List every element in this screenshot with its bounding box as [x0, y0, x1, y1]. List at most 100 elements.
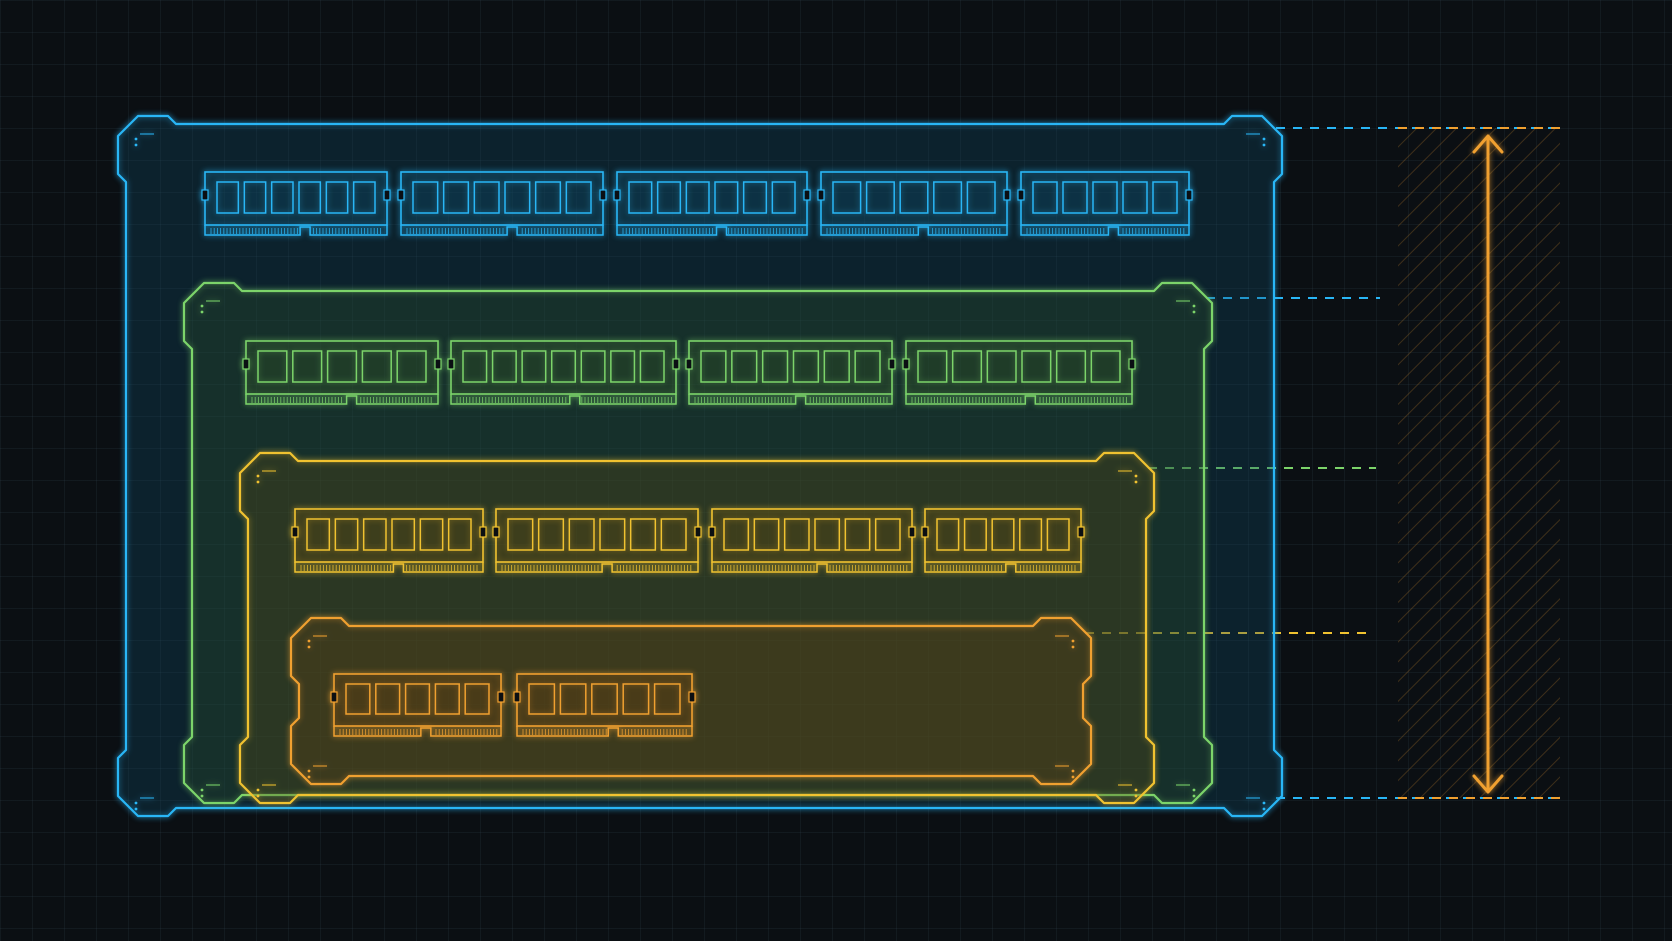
tier-2-memory-module-2 [447, 340, 680, 405]
memory-chip [1062, 181, 1088, 214]
memory-chip [844, 518, 871, 551]
double-arrow-icon [1472, 134, 1504, 794]
tier-1-memory-module-1 [201, 171, 391, 236]
memory-chip [1046, 518, 1070, 551]
tier-2-memory-module-4 [902, 340, 1136, 405]
memory-chip [986, 350, 1017, 383]
tier-3-memory-module-2 [492, 508, 702, 573]
memory-chip [610, 350, 636, 383]
memory-chip [568, 518, 595, 551]
tier-4-memory-module-2 [513, 673, 696, 737]
memory-chip [832, 181, 862, 214]
memory-chip [270, 181, 294, 214]
memory-chip [874, 518, 901, 551]
memory-chip [537, 518, 565, 551]
memory-chip [966, 181, 996, 214]
memory-chip [326, 350, 358, 383]
memory-chip [1032, 181, 1058, 214]
memory-chip [628, 181, 653, 214]
tier-3-memory-module-1 [291, 508, 487, 573]
memory-chip [591, 683, 618, 715]
memory-chip [753, 518, 780, 551]
tier-1-memory-module-4 [817, 171, 1011, 236]
memory-chip [1090, 350, 1121, 383]
tier-4-memory-module-1 [330, 673, 505, 737]
memory-chip [936, 518, 960, 551]
tier-1-memory-module-3 [613, 171, 811, 236]
memory-chip [375, 683, 401, 715]
tier-1-memory-module-5 [1017, 171, 1193, 236]
memory-chip [298, 181, 322, 214]
memory-chip [639, 350, 665, 383]
memory-chip [292, 350, 323, 383]
memory-chip [814, 518, 841, 551]
tier-3-memory-module-4 [921, 508, 1085, 573]
memory-chip [771, 181, 796, 214]
memory-chip [1055, 350, 1087, 383]
memory-chip [1021, 350, 1052, 383]
memory-chip [361, 350, 392, 383]
memory-chip [473, 181, 500, 214]
memory-chip [599, 518, 626, 551]
memory-chip [419, 518, 444, 551]
memory-chip [991, 518, 1015, 551]
memory-chip [917, 350, 948, 383]
memory-chip [1092, 181, 1118, 214]
tier-3-memory-module-3 [708, 508, 916, 573]
memory-chip [528, 683, 556, 715]
memory-chip [345, 683, 371, 715]
memory-chip [534, 181, 562, 214]
hatched-band [1398, 128, 1560, 798]
memory-chip [396, 350, 427, 383]
memory-chip [504, 181, 531, 214]
memory-chip [783, 518, 810, 551]
memory-chip [933, 181, 963, 214]
memory-chip [723, 518, 750, 551]
memory-chip [507, 518, 534, 551]
memory-chip [216, 181, 240, 214]
memory-chip [447, 518, 472, 551]
memory-chip [700, 350, 727, 383]
memory-chip [951, 350, 983, 383]
memory-chip [792, 350, 820, 383]
tier-2-memory-module-1 [242, 340, 442, 405]
memory-chip [823, 350, 850, 383]
memory-chip [580, 350, 606, 383]
memory-chip [521, 350, 547, 383]
memory-chip [352, 181, 376, 214]
tier-2-memory-module-3 [685, 340, 896, 405]
memory-chip [685, 181, 710, 214]
memory-chip [565, 181, 592, 214]
memory-chip [306, 518, 331, 551]
memory-chip [412, 181, 439, 214]
memory-chip [334, 518, 359, 551]
memory-chip [963, 518, 987, 551]
memory-chip [1019, 518, 1043, 551]
memory-chip [714, 181, 739, 214]
memory-chip [491, 350, 517, 383]
memory-chip [1152, 181, 1178, 214]
memory-chip [629, 518, 657, 551]
memory-chip [656, 181, 682, 214]
memory-chip [653, 683, 681, 715]
memory-chip [434, 683, 460, 715]
memory-chip [899, 181, 929, 214]
memory-chip [325, 181, 349, 214]
memory-chip [660, 518, 687, 551]
memory-chip [559, 683, 587, 715]
memory-chip [404, 683, 431, 715]
memory-chip [865, 181, 895, 214]
memory-chip [761, 350, 789, 383]
memory-chip [854, 350, 881, 383]
tier-1-memory-module-2 [397, 171, 607, 236]
memory-chip [257, 350, 288, 383]
memory-chip [442, 181, 470, 214]
memory-chip [731, 350, 758, 383]
memory-chip [391, 518, 416, 551]
memory-chip [742, 181, 768, 214]
memory-chip [243, 181, 267, 214]
memory-chip [462, 350, 488, 383]
memory-chip [362, 518, 387, 551]
memory-chip [622, 683, 650, 715]
